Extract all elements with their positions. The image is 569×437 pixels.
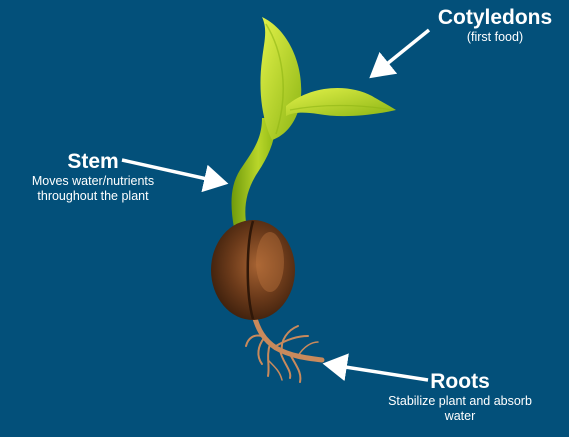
seed <box>211 220 295 320</box>
right-cotyledon-leaf <box>286 88 396 116</box>
stem-shape <box>232 118 276 228</box>
cotyledons-arrow <box>372 30 429 76</box>
stem-description-line1: Moves water/nutrients <box>0 174 186 189</box>
roots-description-line2: water <box>360 409 560 424</box>
roots-label-group: Roots Stabilize plant and absorb water <box>360 370 560 424</box>
cotyledons-description: (first food) <box>425 30 565 45</box>
roots-description-line1: Stabilize plant and absorb <box>360 394 560 409</box>
stem-title: Stem <box>67 150 118 174</box>
left-cotyledon-leaf <box>260 17 301 140</box>
stem-label-group: Stem Moves water/nutrients throughout th… <box>0 150 186 204</box>
stem-description-line2: throughout the plant <box>0 189 186 204</box>
roots-title: Roots <box>360 370 560 394</box>
root-system <box>246 315 322 382</box>
cotyledons-title: Cotyledons <box>425 6 565 30</box>
cotyledons-label-group: Cotyledons (first food) <box>425 6 565 45</box>
